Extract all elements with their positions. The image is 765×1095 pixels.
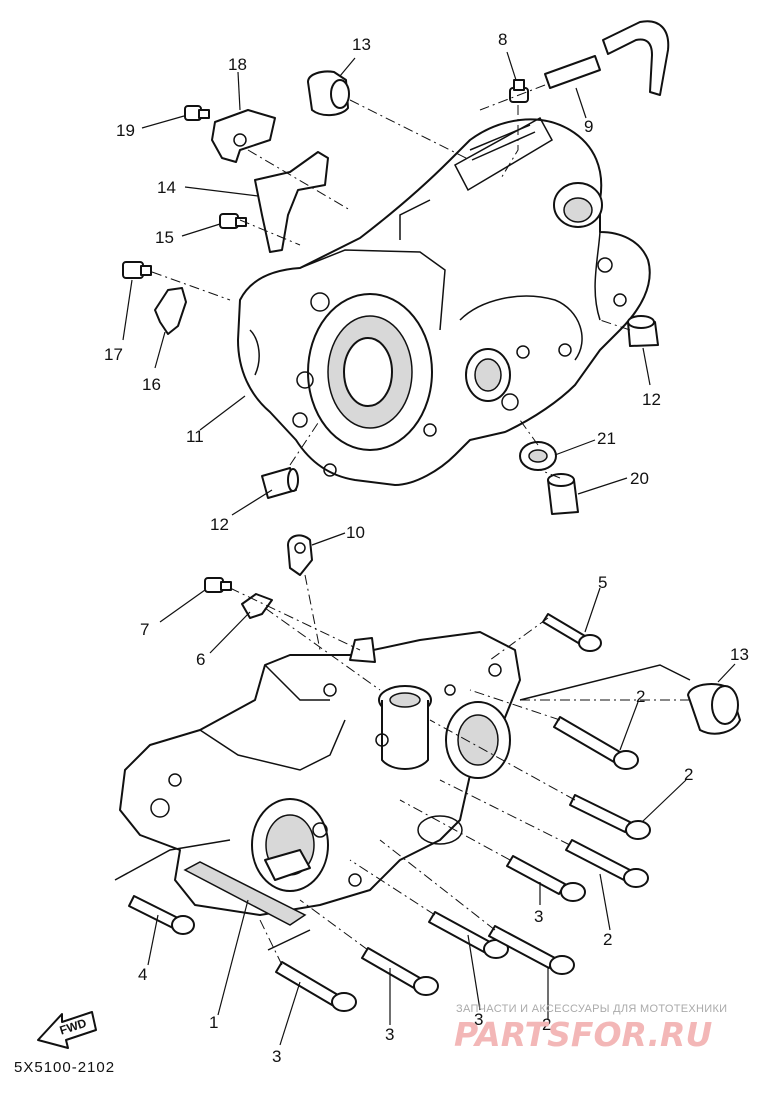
washer-21 xyxy=(519,441,557,471)
callout-20: 20 xyxy=(630,469,649,488)
bolt-2a xyxy=(553,716,639,770)
bolt-3a xyxy=(506,855,586,902)
watermark-brand: PARTSFOR.RU xyxy=(454,1015,712,1054)
callout-15: 15 xyxy=(155,228,174,247)
callout-2a: 2 xyxy=(636,687,645,706)
callout-3b: 3 xyxy=(474,1010,483,1029)
callout-12-right: 12 xyxy=(642,390,661,409)
callout-2c: 2 xyxy=(603,930,612,949)
bracket-18 xyxy=(211,109,276,163)
bolt-2d xyxy=(488,925,575,975)
assembly-lines xyxy=(114,84,691,966)
callout-3c: 3 xyxy=(385,1025,394,1044)
leader-lines xyxy=(122,51,736,1046)
callout-6: 6 xyxy=(196,650,205,669)
crankcase-left xyxy=(119,631,521,926)
fwd-arrow-icon: FWD xyxy=(37,1011,97,1049)
callout-17: 17 xyxy=(104,345,123,364)
callout-3a: 3 xyxy=(534,907,543,926)
callout-7: 7 xyxy=(140,620,149,639)
dowel-12-right xyxy=(627,315,659,347)
callout-18: 18 xyxy=(228,55,247,74)
callout-19: 19 xyxy=(116,121,135,140)
hose-pipe-9 xyxy=(544,20,670,96)
callout-14: 14 xyxy=(157,178,176,197)
callout-4: 4 xyxy=(138,965,147,984)
bolt-2c xyxy=(565,839,649,888)
bolt-3d xyxy=(275,961,357,1012)
drawing-code: 5X5100-2102 xyxy=(14,1059,115,1076)
drain-plug-20 xyxy=(547,473,579,515)
watermark-tagline: ЗАПЧАСТИ И АКСЕССУАРЫ ДЛЯ МОТОТЕХНИКИ xyxy=(456,1003,727,1015)
watermark: ЗАПЧАСТИ И АКСЕССУАРЫ ДЛЯ МОТОТЕХНИКИ PA… xyxy=(454,1003,727,1054)
bushing-13-upper xyxy=(307,70,350,116)
callout-5: 5 xyxy=(598,573,607,592)
callout-11: 11 xyxy=(186,427,204,446)
bolt-3b xyxy=(428,911,509,959)
callout-1: 1 xyxy=(209,1013,218,1032)
callout-labels: 13 8 9 18 19 14 15 17 16 11 12 12 21 20 … xyxy=(104,30,749,1066)
callout-3d: 3 xyxy=(272,1047,281,1066)
callout-21: 21 xyxy=(597,429,616,448)
fitting-8 xyxy=(509,79,529,103)
callout-10: 10 xyxy=(346,523,365,542)
clip-16 xyxy=(154,287,187,335)
screw-7 xyxy=(204,577,232,593)
bushing-13-lower xyxy=(687,683,741,735)
bolt-3c xyxy=(361,947,439,996)
bolt-5 xyxy=(542,613,602,652)
callout-12-lower: 12 xyxy=(210,515,229,534)
callout-2d: 2 xyxy=(542,1015,551,1034)
crankcase-right xyxy=(237,116,651,486)
callout-8: 8 xyxy=(498,30,507,49)
bolt-17 xyxy=(122,261,152,279)
bolt-4 xyxy=(128,895,195,935)
fitting-10 xyxy=(287,534,313,576)
callout-16: 16 xyxy=(142,375,161,394)
screw-19 xyxy=(184,105,210,121)
bolt-2b xyxy=(569,794,651,840)
bolt-15 xyxy=(219,213,247,229)
guide-plate-14 xyxy=(254,151,329,253)
callout-13-lower: 13 xyxy=(730,645,749,664)
callout-13-upper: 13 xyxy=(352,35,371,54)
callout-9: 9 xyxy=(584,117,593,136)
callout-2b: 2 xyxy=(684,765,693,784)
